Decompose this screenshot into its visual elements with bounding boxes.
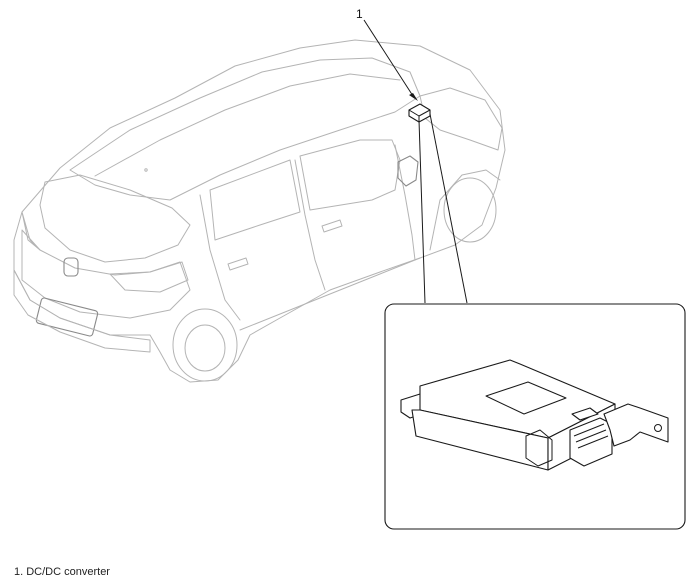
converter-label-panel	[485, 381, 567, 415]
car-door-handle-front	[321, 219, 343, 233]
car-door-handle-rear	[227, 257, 249, 271]
detail-leader-right	[429, 113, 468, 304]
car-side-mirror	[397, 155, 419, 187]
car-rear-wheel	[172, 308, 238, 382]
converter-connector	[569, 417, 613, 467]
car-side-window-front	[299, 139, 401, 211]
car-front-wheel	[443, 177, 497, 243]
car-rear-window	[39, 174, 191, 263]
car-door-line-front	[394, 144, 416, 261]
car-antenna-dot	[144, 168, 148, 172]
car-roof	[69, 57, 421, 201]
part-marker-arrow	[409, 93, 418, 101]
car-door-line-rear	[199, 194, 241, 321]
callout-number-1: 1	[356, 7, 363, 21]
detail-inset	[384, 303, 686, 530]
car-side-window-rear	[209, 159, 301, 241]
car-rear-wheel-hub	[184, 324, 226, 372]
callout-leader-line	[363, 19, 414, 97]
converter-right-bracket	[603, 403, 669, 447]
car-front-wheel-arch	[429, 169, 501, 251]
car-rear-bumper	[13, 269, 151, 353]
car-door-line-mid	[294, 159, 326, 291]
legend-item-1: 1. DC/DC converter	[14, 566, 110, 578]
converter-front-notch	[525, 429, 553, 467]
car-license-plate	[35, 297, 99, 337]
converter-mount-hole	[654, 424, 662, 432]
car-emblem	[63, 257, 79, 277]
dc-dc-converter	[400, 359, 669, 471]
car-tail-light-left	[21, 211, 41, 251]
detail-leader-left	[418, 119, 426, 304]
converter-connector-latch	[571, 407, 599, 421]
part-location-marker	[408, 93, 431, 123]
car-hood	[419, 87, 503, 151]
car-roof-line	[94, 73, 401, 177]
car-tail-light-right	[109, 261, 189, 293]
car-rocker	[239, 257, 421, 331]
car-hatch	[21, 229, 191, 319]
car-illustration	[13, 39, 506, 383]
